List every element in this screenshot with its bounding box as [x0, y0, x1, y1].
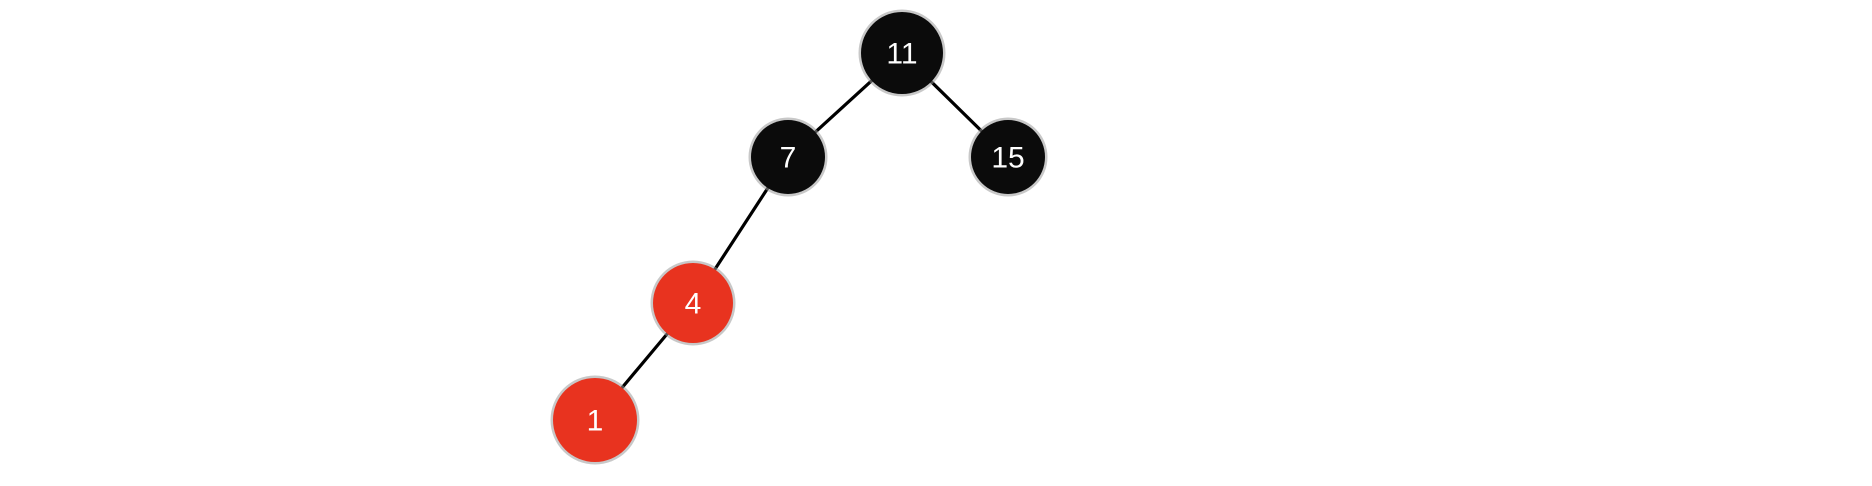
node-circle-black[interactable] — [971, 120, 1045, 194]
tree-node-15[interactable]: 15 — [968, 117, 1048, 197]
tree-node-11[interactable]: 11 — [858, 9, 946, 97]
node-circle-black[interactable] — [861, 12, 943, 94]
tree-edge — [812, 77, 875, 136]
node-label: 7 — [780, 142, 797, 175]
tree-nodes-group: 11 7 15 4 1 — [550, 9, 1048, 465]
tree-edge — [712, 184, 771, 273]
tree-node-1[interactable]: 1 — [550, 375, 640, 465]
tree-node-4[interactable]: 4 — [650, 260, 736, 346]
tree-edges-group — [619, 77, 985, 391]
node-circle-red[interactable] — [553, 378, 637, 462]
tree-edge — [928, 78, 985, 135]
tree-edge — [619, 330, 671, 391]
node-circle-red[interactable] — [653, 263, 733, 343]
node-circle-black[interactable] — [751, 120, 825, 194]
node-label: 11 — [886, 38, 917, 71]
node-label: 1 — [587, 405, 604, 438]
tree-node-7[interactable]: 7 — [748, 117, 828, 197]
node-label: 4 — [685, 288, 702, 321]
node-label: 15 — [991, 142, 1024, 175]
